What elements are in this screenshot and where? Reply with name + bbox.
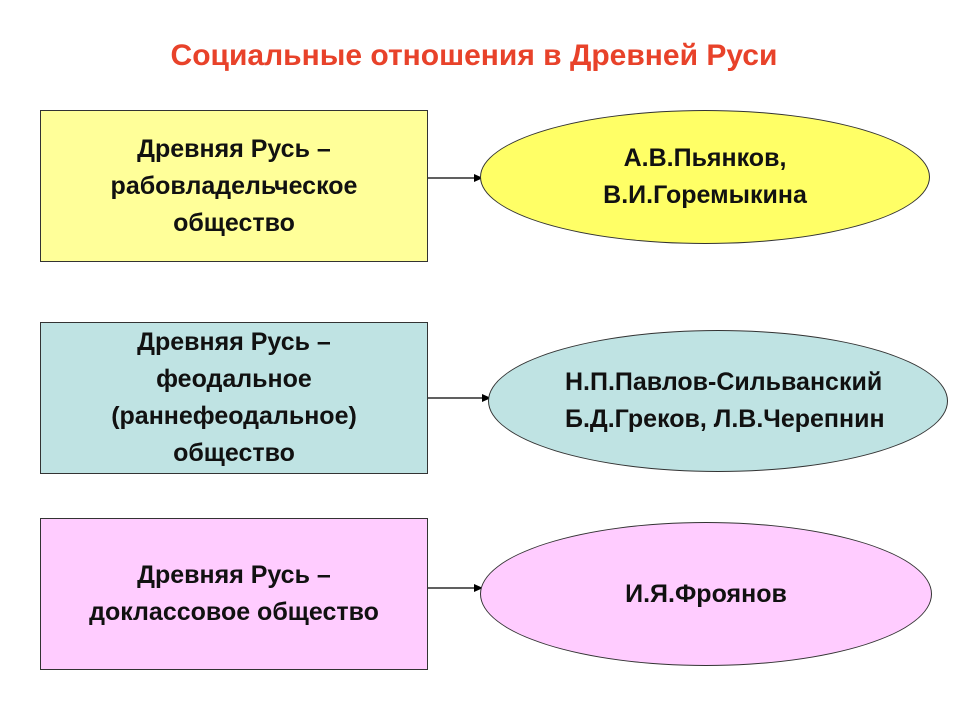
authors-oval-slaveholding: А.В.Пьянков, В.И.Горемыкина xyxy=(480,110,930,244)
concept-label-preclass: Древняя Русь – доклассовое общество xyxy=(89,561,379,626)
authors-label-preclass: И.Я.Фроянов xyxy=(625,579,787,608)
slide-title: Социальные отношения в Древней Руси xyxy=(170,39,778,72)
authors-oval-feudal: Н.П.Павлов-Сильванский Б.Д.Греков, Л.В.Ч… xyxy=(488,330,948,472)
arrow-feudal xyxy=(428,394,491,402)
arrow-slaveholding xyxy=(428,174,483,182)
authors-oval-preclass: И.Я.Фроянов xyxy=(480,522,932,666)
arrow-preclass xyxy=(428,584,483,592)
authors-label-slaveholding: А.В.Пьянков, В.И.Горемыкина xyxy=(603,144,807,209)
concept-box-preclass: Древняя Русь – доклассовое общество xyxy=(40,518,428,670)
concept-label-slaveholding: Древняя Русь – рабовладельческое обществ… xyxy=(110,134,358,237)
concept-box-slaveholding: Древняя Русь – рабовладельческое обществ… xyxy=(40,110,428,262)
authors-label-feudal: Н.П.Павлов-Сильванский Б.Д.Греков, Л.В.Ч… xyxy=(565,368,885,433)
concept-box-feudal: Древняя Русь – феодальное (раннефеодальн… xyxy=(40,322,428,474)
concept-label-feudal: Древняя Русь – феодальное (раннефеодальн… xyxy=(111,328,357,467)
